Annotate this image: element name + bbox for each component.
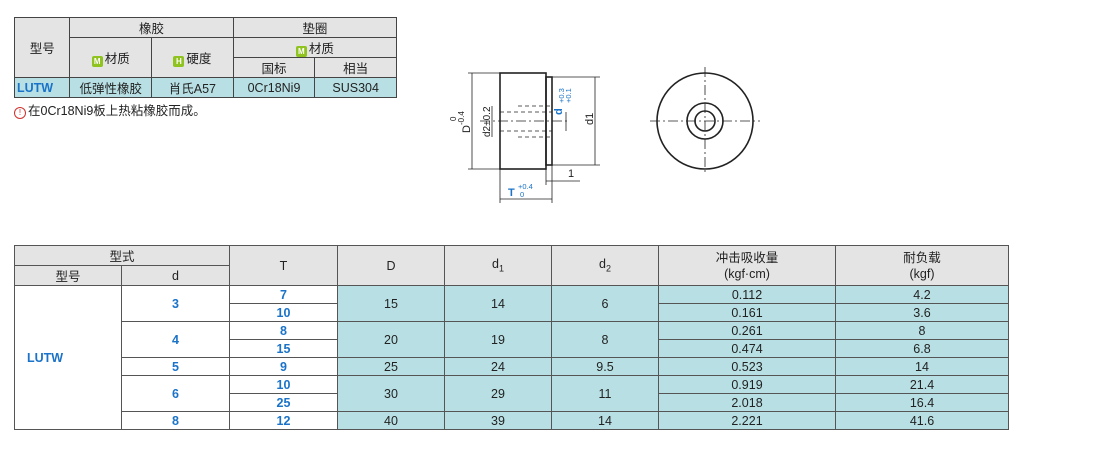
cell-load: 8 [835, 321, 1009, 340]
cell-T: 8 [229, 321, 338, 340]
cell-absorb: 0.112 [658, 285, 836, 304]
row-model: LUTW [13, 77, 71, 98]
material-note: !在0Cr18Ni9板上热粘橡胶而成。 [14, 100, 206, 119]
cell-d2: 6 [551, 285, 659, 322]
dim-d1-label: d1 [584, 113, 596, 125]
dim-D-tol-lower: -0.4 [457, 111, 466, 125]
header-T: T [229, 245, 338, 286]
cell-absorb: 0.261 [658, 321, 836, 340]
cell-d: 3 [121, 285, 230, 322]
cell-load: 21.4 [835, 375, 1009, 394]
cell-T: 10 [229, 375, 338, 394]
cell-D: 40 [337, 411, 445, 430]
dim-T-tol-upper: +0.4 [518, 182, 533, 191]
spec-table: 型式 T D d1 d2 冲击吸收量(kgf·cm) 耐负载(kgf) 型号 d… [14, 245, 1009, 430]
dim-d-tol-lower: +0.1 [564, 88, 573, 103]
header-absorb: 冲击吸收量(kgf·cm) [658, 245, 836, 286]
cell-d1: 29 [444, 375, 552, 412]
cell-load: 41.6 [835, 411, 1009, 430]
header-rubber: 橡胶 [69, 17, 234, 38]
cell-absorb: 2.018 [658, 393, 836, 412]
row-national: 0Cr18Ni9 [232, 77, 316, 98]
dim-one-label: 1 [568, 168, 574, 180]
header-model: 型号 [14, 265, 122, 286]
header-load: 耐负载(kgf) [835, 245, 1009, 286]
cell-d2: 9.5 [551, 357, 659, 376]
header-equivalent: 相当 [314, 57, 397, 78]
cell-d2: 11 [551, 375, 659, 412]
cell-d1: 19 [444, 321, 552, 358]
attention-icon: ! [14, 107, 26, 119]
cell-absorb: 0.161 [658, 303, 836, 322]
cell-D: 15 [337, 285, 445, 322]
dim-d2-label: d2±0.2 [482, 106, 493, 137]
cell-D: 30 [337, 375, 445, 412]
cell-D: 20 [337, 321, 445, 358]
cell-load: 4.2 [835, 285, 1009, 304]
cell-load: 3.6 [835, 303, 1009, 322]
cell-load: 16.4 [835, 393, 1009, 412]
hardness-badge-icon: H [173, 56, 185, 67]
cell-load: 6.8 [835, 339, 1009, 358]
cell-T: 12 [229, 411, 338, 430]
cell-d1: 24 [444, 357, 552, 376]
material-badge-icon: M [91, 56, 103, 67]
cell-d2: 14 [551, 411, 659, 430]
cell-d1: 39 [444, 411, 552, 430]
type-name-cell: LUTW [14, 285, 122, 430]
cell-absorb: 0.474 [658, 339, 836, 358]
header-d1: d1 [444, 245, 552, 286]
material-badge-icon: M [295, 46, 307, 57]
dim-d-tol-upper: +0.3 [557, 88, 566, 103]
technical-drawing: D 0 -0.4 d2±0.2 d +0.3 +0.1 d1 1 T +0.4 … [449, 67, 760, 203]
cell-d1: 14 [444, 285, 552, 322]
header-model: 型号 [13, 17, 71, 78]
cell-D: 25 [337, 357, 445, 376]
cell-absorb: 2.221 [658, 411, 836, 430]
dim-D-label: D [461, 125, 473, 133]
cell-T: 9 [229, 357, 338, 376]
cell-T: 10 [229, 303, 338, 322]
cell-T: 15 [229, 339, 338, 358]
dim-T-tol-lower: 0 [520, 190, 524, 199]
cell-d2: 8 [551, 321, 659, 358]
header-washer: 垫圈 [232, 17, 398, 38]
cell-T: 25 [229, 393, 338, 412]
cell-d: 6 [121, 375, 230, 412]
row-rubber-material: 低弹性橡胶 [69, 77, 153, 98]
cell-T: 7 [229, 285, 338, 304]
cell-d: 8 [121, 411, 230, 430]
cell-load: 14 [835, 357, 1009, 376]
header-d: d [121, 265, 230, 286]
dim-d-label: d [553, 108, 565, 115]
row-hardness: 肖氏A57 [151, 77, 234, 98]
cell-d: 4 [121, 321, 230, 358]
header-d2: d2 [551, 245, 659, 286]
header-type: 型式 [14, 245, 230, 266]
cell-absorb: 0.523 [658, 357, 836, 376]
cell-d: 5 [121, 357, 230, 376]
dim-D-tol-upper: 0 [449, 116, 458, 121]
dim-T-label: T [508, 187, 515, 199]
header-national: 国标 [232, 57, 316, 78]
cell-absorb: 0.919 [658, 375, 836, 394]
header-D: D [337, 245, 445, 286]
row-equivalent: SUS304 [314, 77, 397, 98]
